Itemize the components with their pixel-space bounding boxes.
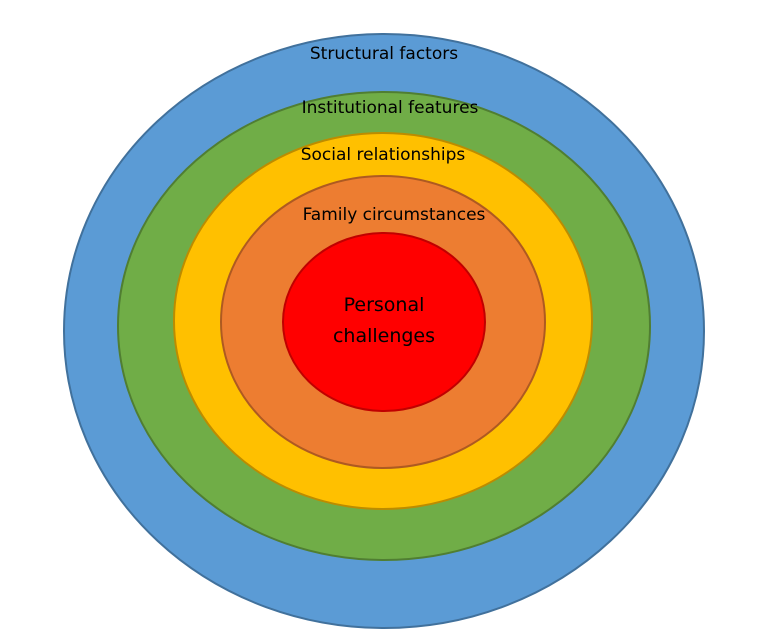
label-family-circumstances: Family circumstances — [303, 205, 486, 225]
label-personal: Personal — [344, 294, 425, 316]
label-structural-factors: Structural factors — [310, 44, 458, 64]
label-institutional-features: Institutional features — [302, 98, 479, 118]
circle-personal-challenges — [282, 232, 486, 412]
label-social-relationships: Social relationships — [301, 145, 466, 165]
label-challenges: challenges — [333, 325, 435, 347]
